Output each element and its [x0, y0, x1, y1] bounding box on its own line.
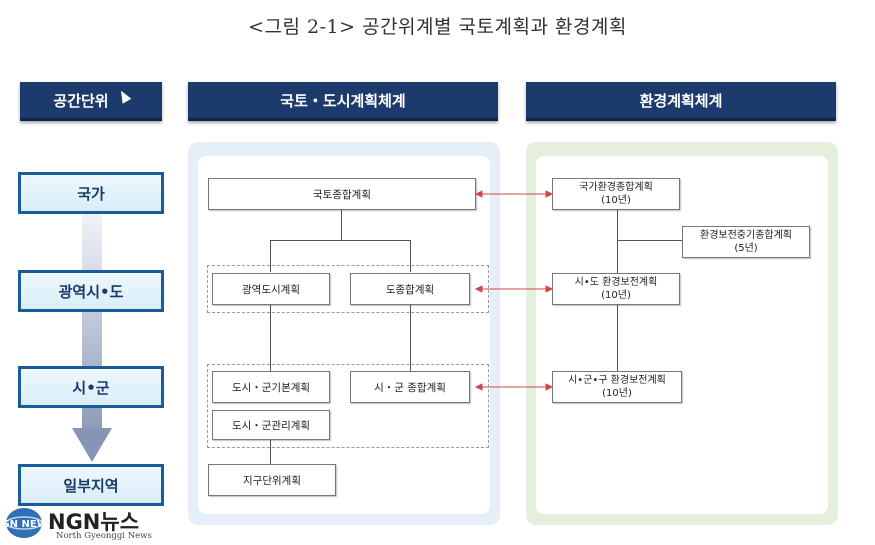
- arrow-left-icon: [474, 285, 483, 293]
- box-city-management-plan: 도시・군관리계획: [212, 410, 330, 440]
- connector: [410, 305, 411, 371]
- box-district-unit-plan: 지구단위계획: [208, 464, 336, 496]
- connector: [270, 240, 271, 272]
- connector: [410, 240, 411, 272]
- logo-name: NGN뉴스: [48, 510, 140, 534]
- box-province-plan: 도종합계획: [350, 273, 470, 305]
- box-national-comprehensive-plan: 국토종합계획: [208, 178, 476, 210]
- box-national-env-plan-period: (10년): [601, 195, 631, 206]
- level-metro-label: 광역시•도: [58, 282, 124, 301]
- logo-subtitle: North Gyeonggi News: [56, 531, 152, 541]
- box-local-env-plan: 시•군•구 환경보전계획 (10년): [552, 371, 682, 403]
- logo-mark-text: NGN NEWS: [4, 519, 44, 530]
- cursor-icon: [116, 88, 131, 104]
- box-metro-urban-plan-label: 광역도시계획: [242, 283, 300, 296]
- box-metro-urban-plan: 광역도시계획: [212, 273, 330, 305]
- descending-arrow: [72, 210, 112, 462]
- connector: [270, 240, 410, 241]
- env-plan-panel-inner: [536, 156, 828, 514]
- connector: [617, 305, 618, 373]
- ngn-globe-icon: NGN NEWS: [0, 508, 55, 538]
- connector: [341, 210, 342, 240]
- header-environment-label: 환경계획체계: [639, 91, 723, 110]
- box-city-basic-plan-label: 도시・군기본계획: [231, 381, 311, 394]
- level-metro: 광역시•도: [18, 270, 164, 312]
- header-spatial-unit: 공간단위: [20, 82, 162, 121]
- land-plan-panel-inner: [198, 156, 490, 514]
- header-spatial-unit-label: 공간단위: [53, 91, 109, 110]
- header-national-urban: 국토・도시계획체계: [188, 82, 498, 121]
- arrow-right-icon: [545, 383, 554, 391]
- arrow-right-icon: [545, 190, 554, 198]
- connector: [617, 240, 682, 241]
- box-env-midterm-plan: 환경보전중기종합계획 (5년): [682, 226, 810, 258]
- level-city-county: 시•군: [18, 366, 164, 408]
- box-city-basic-plan: 도시・군기본계획: [212, 371, 330, 403]
- box-metro-env-plan-period: (10년): [601, 290, 631, 301]
- level-city-county-label: 시•군: [72, 378, 110, 397]
- level-national: 국가: [18, 172, 164, 214]
- connector: [270, 305, 271, 371]
- connector: [617, 210, 618, 275]
- box-national-comprehensive-plan-label: 국토종합계획: [313, 188, 371, 201]
- cross-panel-connectors: [474, 190, 554, 391]
- box-local-env-plan-period: (10년): [602, 388, 632, 399]
- city-group-outline: [207, 364, 489, 448]
- box-national-env-plan: 국가환경종합계획 (10년): [552, 178, 680, 210]
- box-district-unit-plan-label: 지구단위계획: [243, 474, 301, 487]
- header-environment: 환경계획체계: [526, 82, 836, 121]
- box-province-plan-label: 도종합계획: [385, 283, 435, 296]
- figure-title: <그림 2-1> 공간위계별 국토계획과 환경계획: [248, 16, 627, 38]
- level-partial-area-label: 일부지역: [63, 476, 119, 495]
- arrow-left-icon: [474, 190, 483, 198]
- level-national-label: 국가: [77, 184, 105, 203]
- box-env-midterm-plan-name: 환경보전중기종합계획: [700, 230, 792, 241]
- box-metro-env-plan: 시•도 환경보전계획 (10년): [552, 273, 680, 305]
- box-national-env-plan-name: 국가환경종합계획: [579, 182, 653, 193]
- box-city-county-comprehensive-plan: 시・군 종합계획: [350, 371, 470, 403]
- box-local-env-plan-name: 시•군•구 환경보전계획: [568, 375, 666, 386]
- level-partial-area: 일부지역: [18, 464, 164, 506]
- box-city-management-plan-label: 도시・군관리계획: [231, 419, 311, 432]
- box-city-county-comprehensive-plan-label: 시・군 종합계획: [374, 381, 446, 394]
- ngn-logo-mark: NGN NEWS: [0, 506, 55, 540]
- header-national-urban-label: 국토・도시계획체계: [280, 91, 406, 110]
- box-env-midterm-plan-period: (5년): [734, 243, 758, 254]
- box-metro-env-plan-name: 시•도 환경보전계획: [574, 277, 658, 288]
- connector: [270, 440, 271, 464]
- arrow-right-icon: [545, 285, 554, 293]
- arrow-left-icon: [474, 383, 483, 391]
